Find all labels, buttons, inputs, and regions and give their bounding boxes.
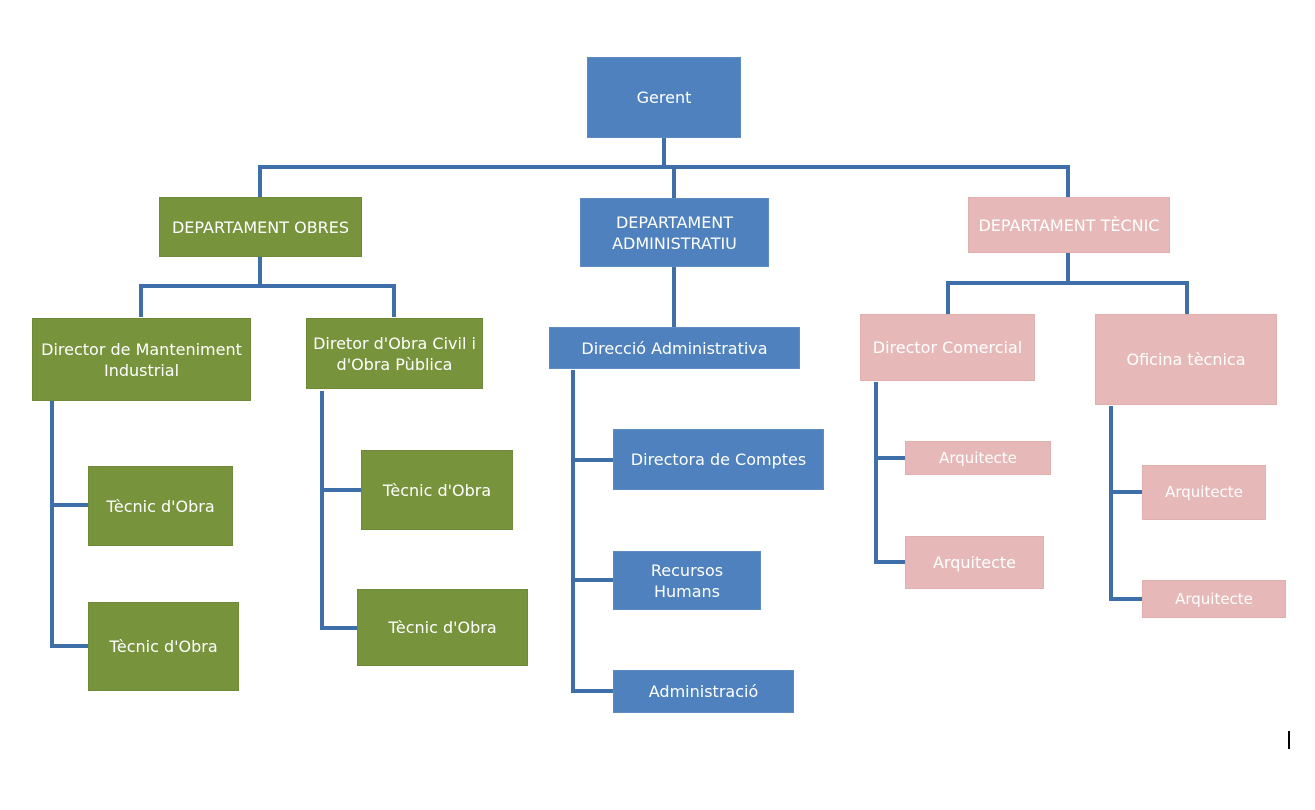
node-director-comercial-label: Director Comercial bbox=[872, 338, 1023, 357]
node-director-obra-civil-label: Diretor d'Obra Civil i d'Obra Pùblica bbox=[313, 333, 476, 374]
node-direccio-administrativa-label: Direcció Administrativa bbox=[581, 338, 768, 358]
node-administracio: Administració bbox=[613, 670, 794, 713]
node-director-obra-civil: Diretor d'Obra Civil i d'Obra Pùblica bbox=[306, 318, 483, 389]
node-tecnic-obra-label: Tècnic d'Obra bbox=[388, 618, 497, 637]
node-direccio-administrativa: Direcció Administrativa bbox=[549, 327, 800, 369]
node-tecnic-obra-label: Tècnic d'Obra bbox=[382, 480, 492, 500]
node-arquitecte-label: Arquitecte bbox=[939, 448, 1017, 467]
node-gerent-label: Gerent bbox=[636, 88, 692, 107]
text-cursor bbox=[1288, 731, 1290, 749]
node-tecnic-obra: Tècnic d'Obra bbox=[357, 589, 528, 666]
node-tecnic-obra: Tècnic d'Obra bbox=[88, 602, 239, 691]
node-directora-comptes-label: Directora de Comptes bbox=[630, 450, 807, 469]
node-director-comercial: Director Comercial bbox=[860, 314, 1035, 381]
node-dept-administratiu-label: DEPARTAMENT ADMINISTRATIU bbox=[612, 212, 737, 253]
node-dept-tecnic: DEPARTAMENT TÈCNIC bbox=[968, 197, 1170, 253]
node-tecnic-obra-label: Tècnic d'Obra bbox=[106, 496, 215, 516]
node-dept-obres: DEPARTAMENT OBRES bbox=[159, 197, 362, 257]
node-tecnic-obra-label: Tècnic d'Obra bbox=[109, 637, 218, 656]
node-dept-obres-label: DEPARTAMENT OBRES bbox=[171, 217, 350, 237]
node-dept-tecnic-label: DEPARTAMENT TÈCNIC bbox=[978, 215, 1160, 235]
node-gerent: Gerent bbox=[587, 57, 741, 138]
node-administracio-label: Administració bbox=[648, 682, 759, 701]
node-arquitecte-label: Arquitecte bbox=[932, 553, 1016, 572]
node-director-manteniment: Director de Manteniment Industrial bbox=[32, 318, 251, 401]
node-arquitecte-label: Arquitecte bbox=[1175, 589, 1253, 608]
node-tecnic-obra: Tècnic d'Obra bbox=[88, 466, 233, 546]
node-arquitecte: Arquitecte bbox=[905, 536, 1044, 589]
node-directora-comptes: Directora de Comptes bbox=[613, 429, 824, 490]
node-arquitecte: Arquitecte bbox=[905, 441, 1051, 475]
node-tecnic-obra: Tècnic d'Obra bbox=[361, 450, 513, 530]
node-arquitecte: Arquitecte bbox=[1142, 580, 1286, 618]
node-oficina-tecnica: Oficina tècnica bbox=[1095, 314, 1277, 405]
node-director-manteniment-label: Director de Manteniment Industrial bbox=[41, 339, 242, 380]
node-recursos-humans: Recursos Humans bbox=[613, 551, 761, 610]
node-oficina-tecnica-label: Oficina tècnica bbox=[1126, 350, 1246, 369]
node-arquitecte: Arquitecte bbox=[1142, 465, 1266, 520]
node-dept-administratiu: DEPARTAMENT ADMINISTRATIU bbox=[580, 198, 769, 267]
node-arquitecte-label: Arquitecte bbox=[1165, 483, 1243, 501]
node-recursos-humans-label: Recursos Humans bbox=[650, 560, 724, 601]
